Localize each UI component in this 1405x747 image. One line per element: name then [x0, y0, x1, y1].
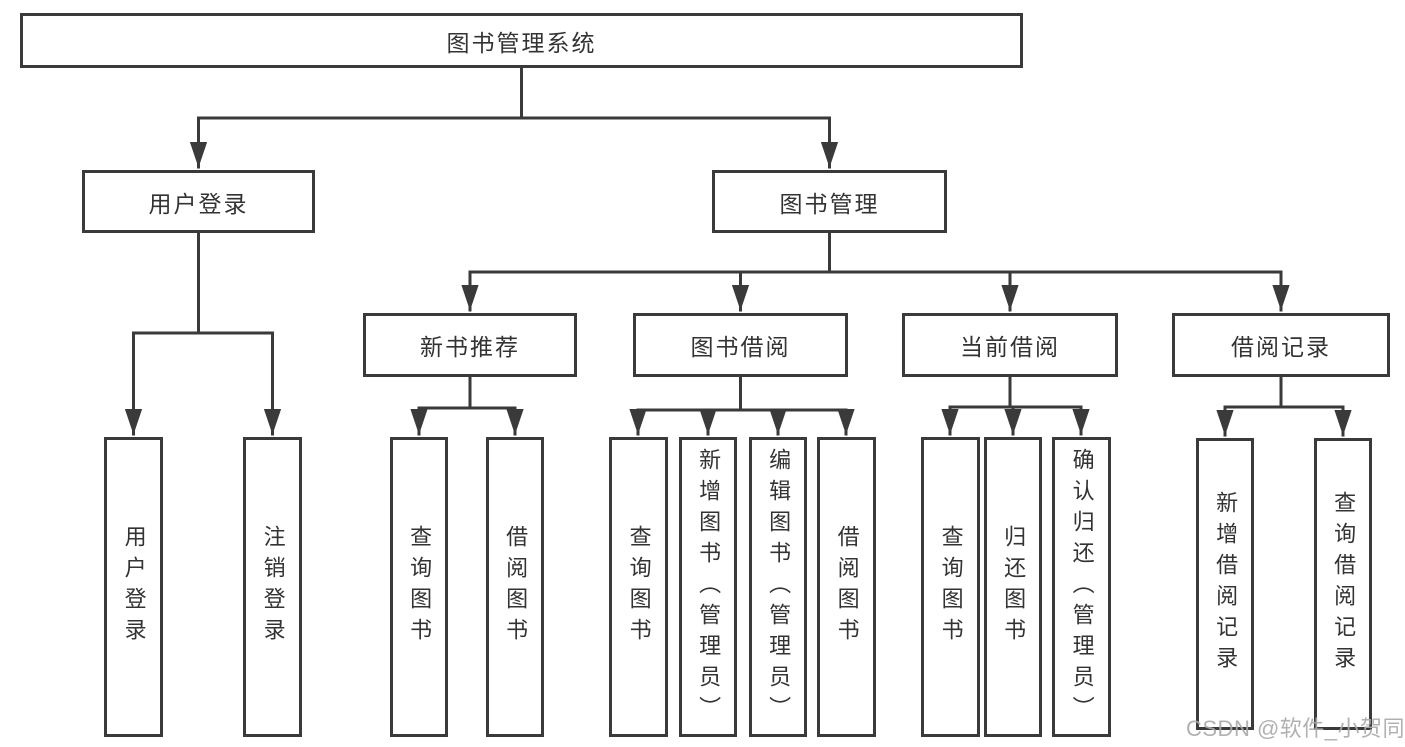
leaf-records-query-label: 查询借阅记录	[1331, 491, 1357, 677]
leaf-logout: 注销登录	[243, 437, 302, 737]
leaf-newbook-borrow: 借阅图书	[486, 437, 544, 737]
connector-root-trunk	[197, 64, 831, 120]
connector-newbook-trunk	[417, 375, 517, 410]
leaf-records-add-label: 新增借阅记录	[1213, 491, 1239, 677]
leaf-current-confirm-admin-label: 确认归还（管理员）	[1069, 447, 1095, 727]
leaf-user-login: 用户登录	[104, 437, 163, 737]
node-current-borrow-label: 当前借阅	[960, 334, 1060, 360]
leaf-current-confirm-admin: 确认归还（管理员）	[1052, 437, 1111, 737]
leaf-records-add: 新增借阅记录	[1196, 438, 1254, 730]
connector-borrow-trunk	[636, 375, 848, 412]
node-user-login-label: 用户登录	[148, 190, 249, 217]
leaf-logout-label: 注销登录	[260, 525, 286, 649]
leaf-newbook-borrow-label: 借阅图书	[503, 525, 529, 649]
node-borrow-records: 借阅记录	[1172, 313, 1390, 377]
leaf-borrow-add-admin: 新增图书（管理员）	[679, 437, 737, 737]
leaf-borrow-borrow: 借阅图书	[817, 437, 876, 737]
leaf-newbook-query: 查询图书	[390, 437, 448, 737]
node-book-mgmt-label: 图书管理	[779, 190, 880, 217]
leaf-borrow-edit-admin: 编辑图书（管理员）	[749, 437, 807, 737]
connector-book-mgmt-trunk	[468, 231, 1283, 274]
node-user-login: 用户登录	[82, 170, 315, 233]
connector-records-trunk	[1223, 375, 1345, 409]
leaf-newbook-query-label: 查询图书	[407, 525, 433, 649]
leaf-records-query: 查询借阅记录	[1314, 438, 1372, 730]
leaf-borrow-edit-admin-label: 编辑图书（管理员）	[766, 447, 792, 727]
connector-current-trunk	[948, 375, 1083, 409]
node-borrow-records-label: 借阅记录	[1231, 334, 1331, 360]
node-root: 图书管理系统	[20, 13, 1023, 68]
leaf-borrow-query-label: 查询图书	[626, 525, 652, 649]
leaf-current-query: 查询图书	[921, 437, 980, 737]
connector-user-login-trunk	[132, 231, 274, 335]
leaf-current-return: 归还图书	[984, 437, 1042, 737]
node-book-mgmt: 图书管理	[712, 170, 947, 233]
leaf-borrow-add-admin-label: 新增图书（管理员）	[696, 447, 722, 727]
csdn-watermark: CSDN @软件_小贺同学	[1186, 716, 1405, 741]
leaf-current-query-label: 查询图书	[938, 525, 964, 649]
node-current-borrow: 当前借阅	[902, 313, 1118, 377]
node-newbook-recommend: 新书推荐	[363, 313, 577, 377]
node-book-borrow-label: 图书借阅	[690, 334, 791, 360]
node-newbook-recommend-label: 新书推荐	[420, 334, 520, 360]
leaf-borrow-query: 查询图书	[609, 437, 668, 737]
leaf-borrow-borrow-label: 借阅图书	[834, 525, 860, 649]
leaf-current-return-label: 归还图书	[1001, 525, 1027, 649]
node-root-label: 图书管理系统	[446, 29, 597, 56]
node-book-borrow: 图书借阅	[633, 313, 848, 377]
leaf-user-login-label: 用户登录	[121, 525, 147, 649]
